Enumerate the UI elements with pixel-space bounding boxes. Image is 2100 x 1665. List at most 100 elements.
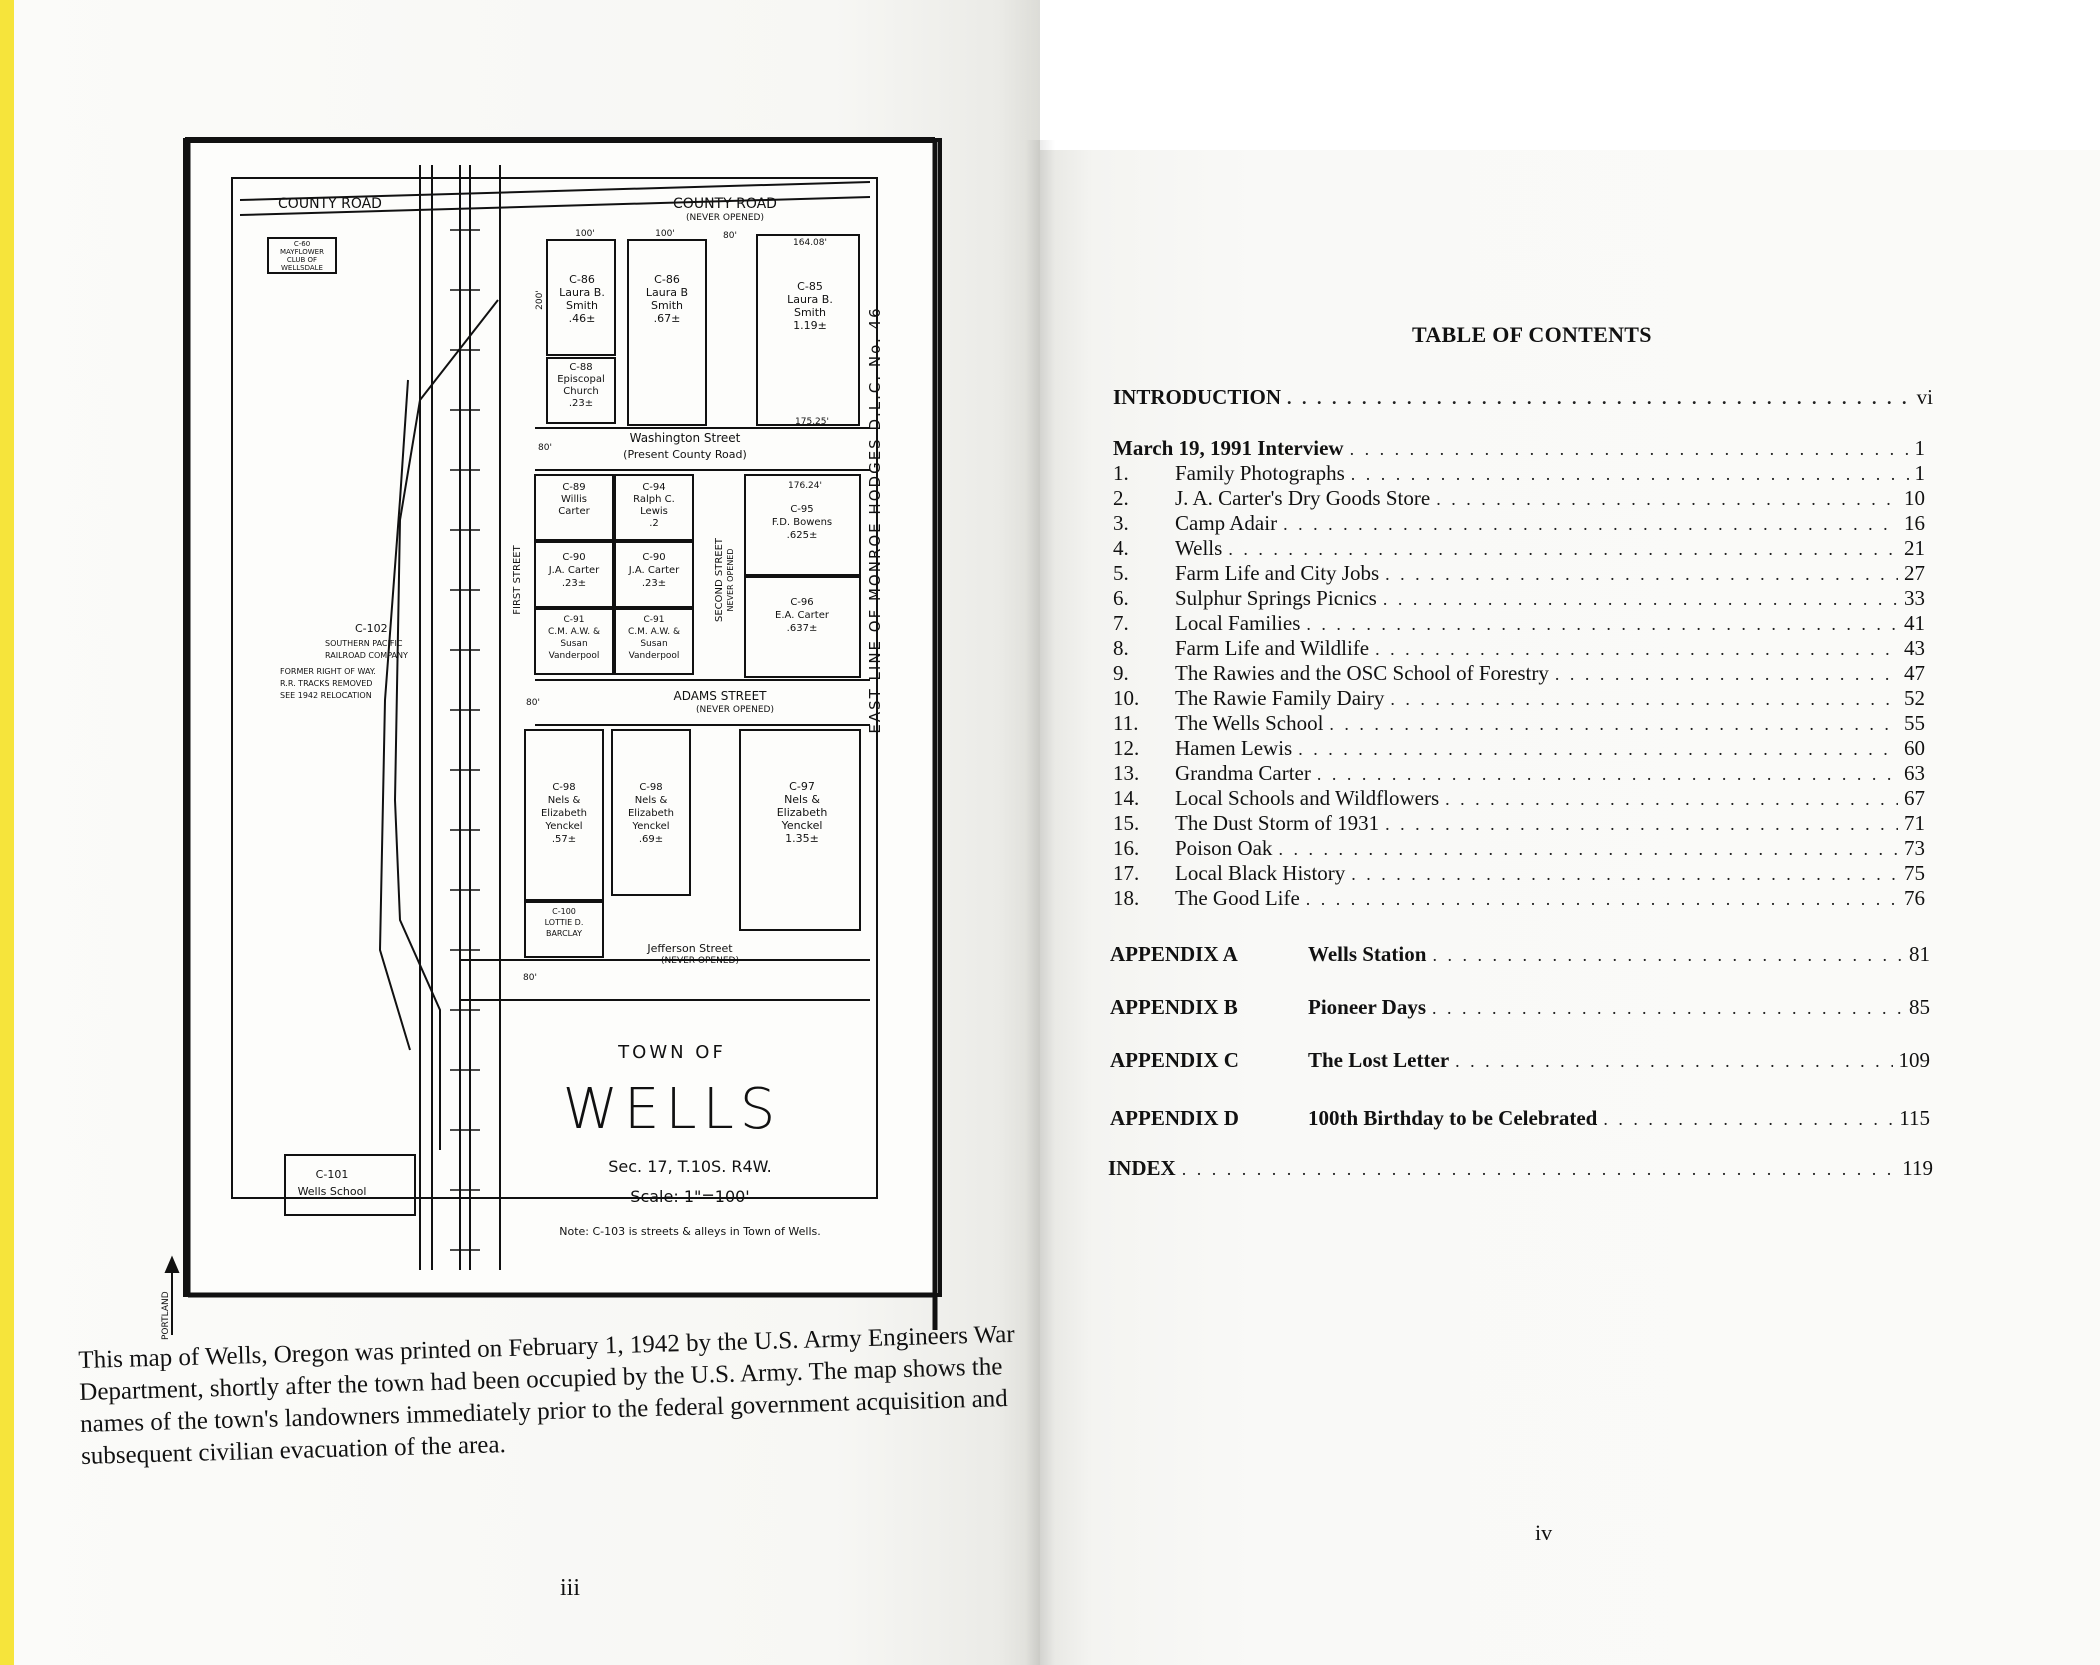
svg-text:C-97: C-97: [789, 780, 815, 793]
svg-text:Carter: Carter: [558, 506, 590, 517]
svg-text:MAYFLOWER: MAYFLOWER: [280, 248, 324, 256]
svg-text:C-100: C-100: [552, 907, 576, 916]
svg-text:C.M. A.W. &: C.M. A.W. &: [628, 627, 680, 637]
svg-text:C-86: C-86: [569, 273, 595, 286]
svg-text:C-86: C-86: [654, 273, 680, 286]
svg-text:Yenckel: Yenckel: [631, 821, 669, 832]
svg-text:CLUB OF: CLUB OF: [287, 256, 317, 264]
svg-text:SOUTHERN PACIFIC: SOUTHERN PACIFIC: [325, 639, 403, 648]
svg-text:Susan: Susan: [640, 639, 667, 649]
svg-text:Vanderpool: Vanderpool: [629, 651, 680, 661]
svg-text:RAILROAD COMPANY: RAILROAD COMPANY: [325, 651, 408, 660]
dim-label: 80': [538, 443, 552, 453]
svg-text:.2: .2: [649, 518, 659, 529]
svg-text:Laura B: Laura B: [646, 286, 688, 299]
dim-label: 100': [655, 229, 675, 239]
parcel-c60: C-60 MAYFLOWER CLUB OF WELLSDALE: [280, 240, 324, 272]
county-road-right-label: COUNTY ROAD: [673, 196, 777, 212]
svg-text:R.R. TRACKS REMOVED: R.R. TRACKS REMOVED: [280, 679, 372, 688]
parcel-c100: C-100 LOTTIE D. BARCLAY: [545, 907, 584, 938]
svg-text:C-102: C-102: [355, 622, 388, 635]
svg-text:Church: Church: [563, 386, 598, 397]
svg-text:.46±: .46±: [569, 312, 596, 325]
parcel-c96: C-96 E.A. Carter .637±: [775, 597, 830, 634]
svg-text:C-60: C-60: [294, 240, 310, 248]
parcel-c98-b: C-98 Nels & Elizabeth Yenckel .69±: [628, 782, 674, 845]
svg-text:FORMER RIGHT OF WAY.: FORMER RIGHT OF WAY.: [280, 667, 376, 676]
svg-text:F.D. Bowens: F.D. Bowens: [772, 517, 832, 528]
svg-text:SEE 1942 RELOCATION: SEE 1942 RELOCATION: [280, 691, 372, 700]
svg-text:C-98: C-98: [552, 782, 575, 793]
svg-text:Laura B.: Laura B.: [787, 293, 833, 306]
right-page: [1040, 150, 2100, 1665]
svg-text:Smith: Smith: [566, 299, 598, 312]
county-road-left-label: COUNTY ROAD: [278, 196, 382, 212]
parcel-c91-a: C-91 C.M. A.W. & Susan Vanderpool: [548, 615, 600, 661]
svg-text:C-91: C-91: [564, 615, 585, 625]
parcel-c88: C-88 Episcopal Church .23±: [557, 362, 605, 409]
parcel-c102: C-102 SOUTHERN PACIFIC RAILROAD COMPANY …: [280, 622, 408, 700]
map-note: Note: C-103 is streets & alleys in Town …: [559, 1225, 821, 1238]
parcel-c91-b: C-91 C.M. A.W. & Susan Vanderpool: [628, 615, 680, 661]
town-of-label: TOWN OF: [617, 1042, 726, 1063]
scale-label: Scale: 1"=100': [630, 1187, 749, 1206]
dim-label: 80': [723, 231, 737, 241]
svg-text:Laura B.: Laura B.: [559, 286, 605, 299]
svg-text:Elizabeth: Elizabeth: [628, 808, 674, 819]
svg-text:C-94: C-94: [642, 482, 665, 493]
svg-text:.23±: .23±: [569, 398, 593, 409]
svg-text:.23±: .23±: [562, 578, 586, 589]
svg-text:.57±: .57±: [552, 834, 576, 845]
svg-text:Vanderpool: Vanderpool: [549, 651, 600, 661]
never-opened-label: (NEVER OPENED): [686, 213, 764, 223]
svg-text:C-101: C-101: [316, 1168, 349, 1181]
svg-text:Elizabeth: Elizabeth: [541, 808, 587, 819]
svg-text:.69±: .69±: [639, 834, 663, 845]
parcel-c98-a: C-98 Nels & Elizabeth Yenckel .57±: [541, 782, 587, 845]
svg-text:Nels &: Nels &: [635, 795, 668, 806]
parcel-c95: C-95 F.D. Bowens .625±: [772, 504, 832, 541]
parcel-c86-a: C-86 Laura B. Smith .46±: [559, 273, 605, 325]
map-caption: This map of Wells, Oregon was printed on…: [78, 1320, 1016, 1470]
svg-text:J.A. Carter: J.A. Carter: [548, 565, 600, 576]
svg-text:1.35±: 1.35±: [785, 832, 819, 845]
dim-label: 80': [523, 973, 537, 983]
svg-text:Nels &: Nels &: [548, 795, 581, 806]
svg-text:Smith: Smith: [651, 299, 683, 312]
svg-text:C-85: C-85: [797, 280, 823, 293]
parcel-c94: C-94 Ralph C. Lewis .2: [633, 482, 675, 529]
svg-text:C-98: C-98: [639, 782, 662, 793]
svg-text:WELLSDALE: WELLSDALE: [281, 264, 323, 272]
parcel-c101: C-101 Wells School: [298, 1168, 367, 1198]
svg-text:Lewis: Lewis: [640, 506, 668, 517]
svg-text:J.A. Carter: J.A. Carter: [628, 565, 680, 576]
wells-title: WELLS: [563, 1077, 782, 1142]
second-street-sub: NEVER OPENED: [726, 548, 735, 611]
adams-street-label: ADAMS STREET: [673, 689, 767, 703]
svg-text:LOTTIE D.: LOTTIE D.: [545, 918, 584, 927]
svg-text:.625±: .625±: [787, 530, 818, 541]
svg-text:Smith: Smith: [794, 306, 826, 319]
svg-text:Episcopal: Episcopal: [557, 374, 605, 385]
svg-text:C-91: C-91: [644, 615, 665, 625]
washington-street-sub: (Present County Road): [623, 448, 747, 461]
svg-text:.23±: .23±: [642, 578, 666, 589]
parcel-c89: C-89 Willis Carter: [558, 482, 590, 517]
parcel-c90-a: C-90 J.A. Carter .23±: [548, 552, 600, 589]
svg-text:Nels &: Nels &: [784, 793, 820, 806]
parcel-c86-b: C-86 Laura B Smith .67±: [646, 273, 688, 325]
svg-text:C-96: C-96: [790, 597, 813, 608]
jefferson-street-sub: (NEVER OPENED): [661, 956, 739, 966]
svg-text:C-90: C-90: [642, 552, 665, 563]
svg-text:.67±: .67±: [654, 312, 681, 325]
book-spine: [1025, 140, 1055, 1665]
svg-text:.637±: .637±: [787, 623, 818, 634]
dim-label: 164.08': [793, 238, 827, 248]
svg-text:Susan: Susan: [560, 639, 587, 649]
svg-text:C-88: C-88: [569, 362, 592, 373]
svg-text:Willis: Willis: [561, 494, 587, 505]
parcel-c97: C-97 Nels & Elizabeth Yenckel 1.35±: [777, 780, 828, 845]
page-number-right: iv: [1535, 1520, 1553, 1545]
dim-label: 100': [575, 229, 595, 239]
svg-text:C-89: C-89: [562, 482, 585, 493]
